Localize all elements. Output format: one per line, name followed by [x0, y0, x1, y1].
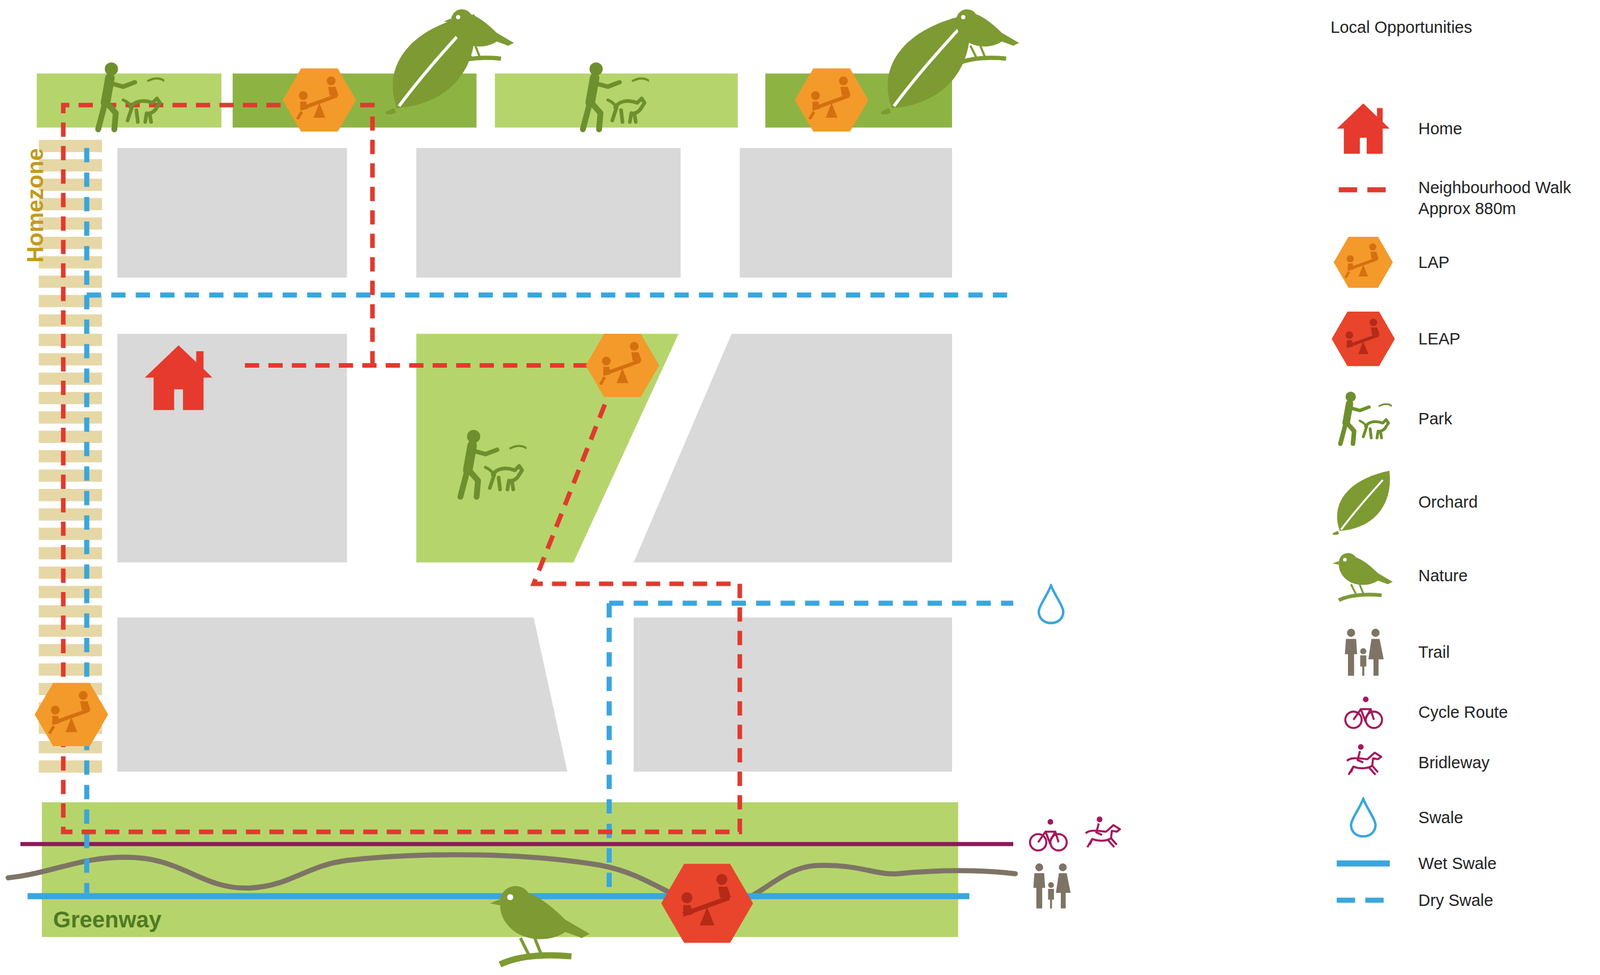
neighbourhood-walk [244, 363, 610, 368]
homezone-paving [38, 624, 102, 638]
building-block [117, 147, 347, 278]
homezone-paving [38, 488, 102, 502]
legend-label: Wet Swale [1418, 852, 1589, 874]
building-block [117, 333, 347, 563]
legend-sample [1337, 103, 1390, 155]
legend-sample [1332, 552, 1393, 600]
trail-icon [1033, 863, 1072, 909]
homezone-paving [38, 198, 102, 211]
legend-label: Swale [1418, 807, 1589, 828]
homezone-paving [38, 256, 102, 269]
homezone-paving [38, 469, 102, 482]
homezone-paving [38, 411, 102, 424]
legend-sample [1331, 311, 1395, 366]
legend-label: Trail [1418, 641, 1589, 663]
building-block [633, 617, 953, 772]
homezone-paving [38, 547, 102, 560]
neighbourhood-walk [63, 105, 740, 832]
lap-icon [585, 333, 660, 398]
park-area [416, 333, 679, 563]
cycle-icon [1030, 818, 1068, 851]
homezone-paving [38, 450, 102, 463]
dry-swale-line [606, 603, 612, 894]
homezone-paving [38, 372, 102, 386]
zone-label: Homezone [22, 147, 49, 263]
lap-icon [34, 682, 109, 746]
nature-icon [444, 9, 515, 65]
dry-swale-line [609, 600, 1014, 606]
homezone-paving [38, 527, 102, 540]
legend-wet-swale-sample [1336, 860, 1390, 867]
building-block [739, 147, 953, 278]
homezone-paving [38, 314, 102, 327]
legend-sample [1345, 628, 1384, 676]
homezone-paving [38, 159, 102, 172]
legend-sample [1350, 798, 1376, 836]
leap-icon [660, 863, 753, 943]
homezone-paving [38, 643, 102, 657]
legend-sample [1333, 470, 1390, 535]
legend-label: Cycle Route [1418, 701, 1589, 723]
building-block [633, 333, 953, 563]
legend-sample [1346, 743, 1382, 775]
legend-label: LAP [1418, 252, 1589, 273]
homezone-paving [38, 508, 102, 521]
legend-label: Orchard [1418, 491, 1589, 512]
legend-title: Local Opportunities [1330, 18, 1472, 37]
dry-swale-line [84, 147, 90, 893]
legend-label: Neighbourhood Walk Approx 880m [1418, 177, 1589, 219]
bridleway-icon [1085, 816, 1121, 847]
legend-label: Nature [1418, 565, 1589, 586]
legend-sample [1333, 236, 1393, 288]
greenway-band: Greenway [41, 801, 959, 937]
lap-icon [794, 68, 869, 132]
homezone-paving [38, 430, 102, 443]
homezone-paving [38, 275, 102, 288]
legend-dry-swale-sample [1336, 897, 1390, 903]
homezone-paving [38, 760, 102, 773]
lap-icon [282, 68, 357, 132]
building-block [416, 147, 681, 278]
park-icon [460, 429, 527, 497]
homezone-paving [38, 236, 102, 250]
legend-sample [1340, 391, 1393, 444]
park-icon [582, 62, 650, 130]
homezone-paving [38, 604, 102, 618]
nature-icon [949, 9, 1020, 65]
legend-sample [1345, 696, 1382, 728]
bridleway-line [20, 841, 1014, 846]
dry-swale-line [86, 292, 1009, 298]
legend-label: Home [1418, 118, 1589, 139]
legend-walk-sample [1338, 187, 1393, 193]
legend-label: Dry Swale [1418, 889, 1589, 911]
home-icon [144, 345, 213, 411]
building-block [117, 617, 568, 772]
park-icon [97, 62, 165, 130]
homezone-paving [38, 566, 102, 579]
nature-icon [489, 885, 591, 964]
wet-swale-line [27, 892, 970, 899]
homezone-paving [38, 217, 102, 230]
legend-label: Park [1418, 408, 1589, 429]
swale-icon [1038, 585, 1064, 623]
homezone-paving [38, 352, 102, 366]
homezone-paving [38, 139, 102, 153]
homezone-paving [38, 663, 102, 676]
homezone-paving [38, 585, 102, 599]
homezone-paving [38, 333, 102, 347]
map-drawing [7, 9, 1395, 965]
homezone-paving [38, 391, 102, 405]
band-title: Greenway [53, 906, 162, 933]
legend-label: LEAP [1418, 328, 1589, 349]
homezone-paving [38, 178, 102, 191]
legend-label: Bridleway [1418, 752, 1589, 773]
